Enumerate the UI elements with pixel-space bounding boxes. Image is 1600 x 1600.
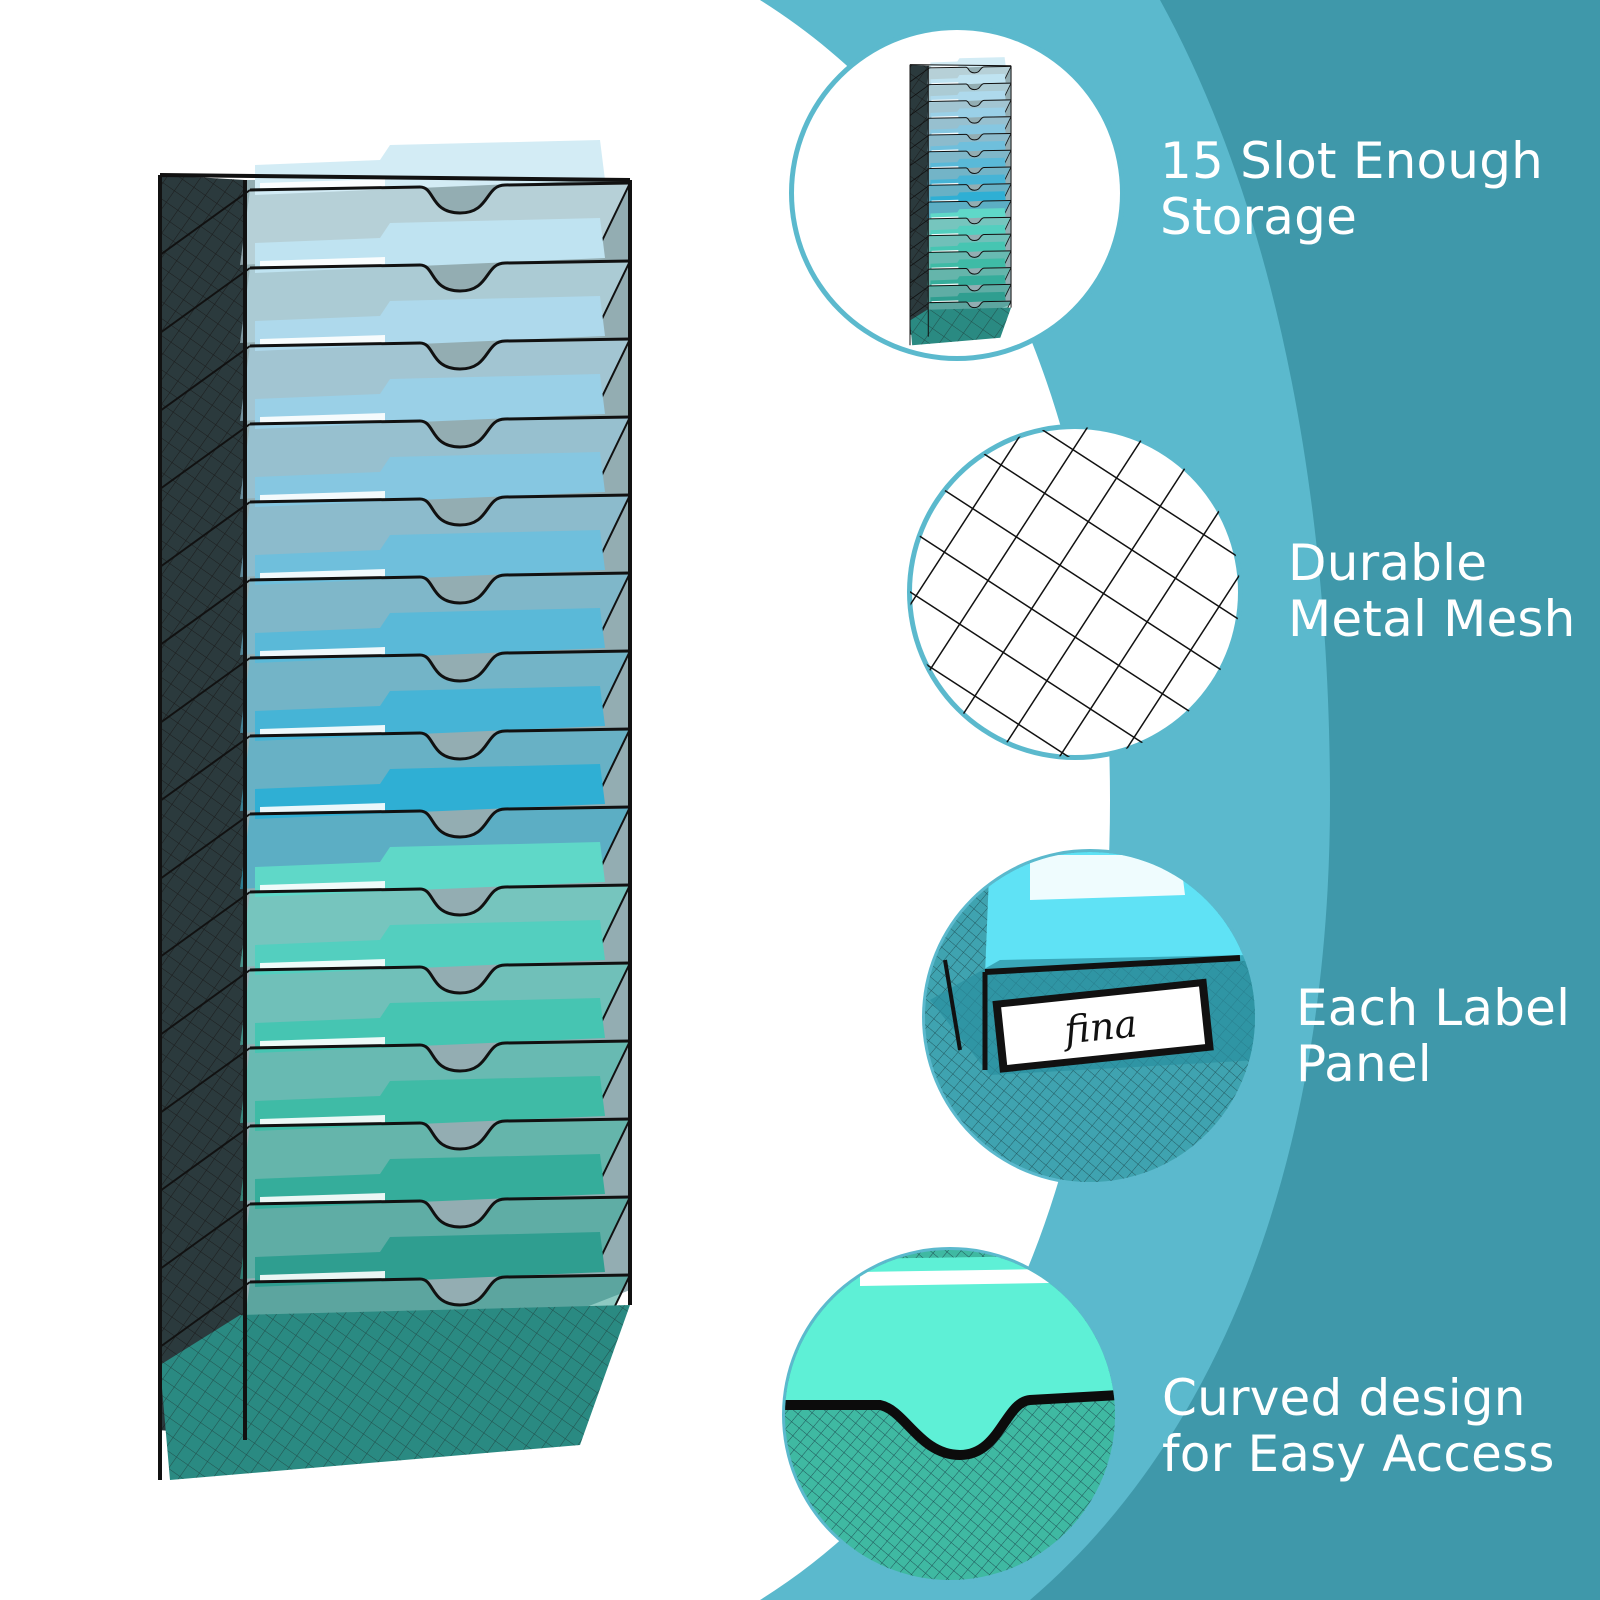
- feature-capacity-line-1: 15 Slot Enough: [1160, 132, 1544, 190]
- feature-mesh-line-1: Durable: [1288, 534, 1488, 592]
- curved-edge-closeup-icon: [785, 1250, 1115, 1580]
- metal-mesh-closeup-icon: [910, 427, 1240, 757]
- feature-capacity-text: 15 Slot Enough Storage: [1160, 133, 1543, 245]
- feature-circle-curve: [782, 1247, 1118, 1583]
- feature-circle-label: fina: [922, 849, 1258, 1185]
- wall-organizer-thumbnail-icon: [909, 57, 1012, 346]
- label-panel-closeup-icon: fina: [925, 852, 1255, 1182]
- feature-label-line-2: Panel: [1296, 1035, 1432, 1093]
- feature-curve-text: Curved design for Easy Access: [1162, 1370, 1555, 1482]
- feature-curve-line-2: for Easy Access: [1162, 1425, 1555, 1483]
- wall-file-organizer: [158, 140, 632, 1480]
- feature-capacity-line-2: Storage: [1160, 188, 1358, 246]
- feature-label-line-1: Each Label: [1296, 979, 1571, 1037]
- feature-circle-capacity: [789, 25, 1125, 361]
- feature-circle-mesh: [907, 424, 1243, 760]
- label-handwriting: fina: [1059, 1001, 1139, 1053]
- band-inner: [1030, 0, 1600, 1600]
- feature-mesh-text: Durable Metal Mesh: [1288, 535, 1576, 647]
- feature-mesh-line-2: Metal Mesh: [1288, 590, 1576, 648]
- feature-curve-line-1: Curved design: [1162, 1369, 1526, 1427]
- feature-label-text: Each Label Panel: [1296, 980, 1570, 1092]
